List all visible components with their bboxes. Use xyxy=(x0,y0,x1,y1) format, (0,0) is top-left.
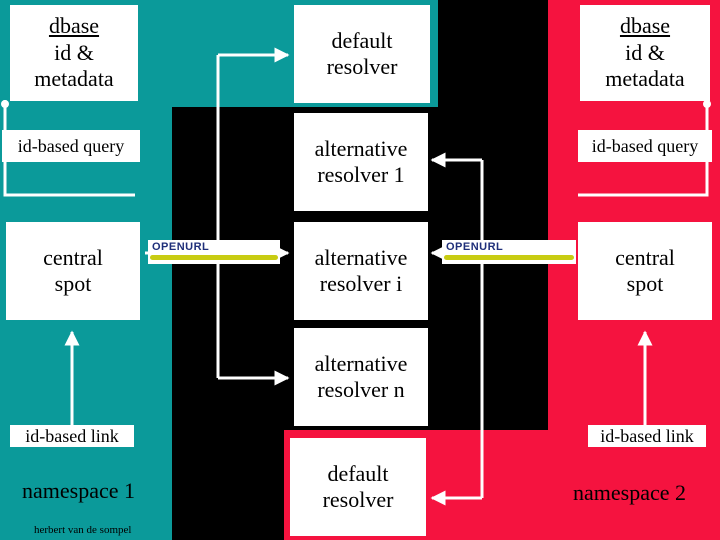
openurl-logo-left-text: OPENURL xyxy=(152,241,210,253)
right-dbase-box: dbase id & metadata xyxy=(580,5,710,101)
right-dbase-line3: metadata xyxy=(605,66,685,92)
left-dbase-line1: dbase xyxy=(48,13,100,39)
right-central-spot: central spot xyxy=(578,222,712,320)
openurl-logo-left: OPENURL xyxy=(148,240,280,264)
default-resolver-bottom: default resolver xyxy=(290,438,426,536)
right-dbase-dot xyxy=(703,100,711,108)
right-dbase-line2: id & xyxy=(625,39,665,65)
left-dbase-line2: id & xyxy=(54,39,94,65)
left-dbase-dot xyxy=(1,100,9,108)
left-central-spot: central spot xyxy=(6,222,140,320)
right-id-based-link: id-based link xyxy=(588,425,706,447)
namespace-2-label: namespace 2 xyxy=(573,480,686,505)
right-id-based-query: id-based query xyxy=(578,130,712,162)
credit-text: herbert van de sompel xyxy=(34,524,132,536)
alternative-resolver-i: alternative resolver i xyxy=(294,222,428,320)
openurl-logo-right-bar xyxy=(444,255,574,260)
left-id-based-link: id-based link xyxy=(10,425,134,447)
openurl-logo-right: OPENURL xyxy=(442,240,576,264)
alternative-resolver-1: alternative resolver 1 xyxy=(294,113,428,211)
left-dbase-box: dbase id & metadata xyxy=(10,5,138,101)
left-id-based-query: id-based query xyxy=(2,130,140,162)
default-resolver-top: default resolver xyxy=(294,5,430,103)
right-dbase-line1: dbase xyxy=(619,13,671,39)
openurl-logo-left-bar xyxy=(150,255,278,260)
namespace-1-label: namespace 1 xyxy=(22,478,135,503)
openurl-logo-right-text: OPENURL xyxy=(446,241,504,253)
alternative-resolver-n: alternative resolver n xyxy=(294,328,428,426)
left-dbase-line3: metadata xyxy=(34,66,114,92)
